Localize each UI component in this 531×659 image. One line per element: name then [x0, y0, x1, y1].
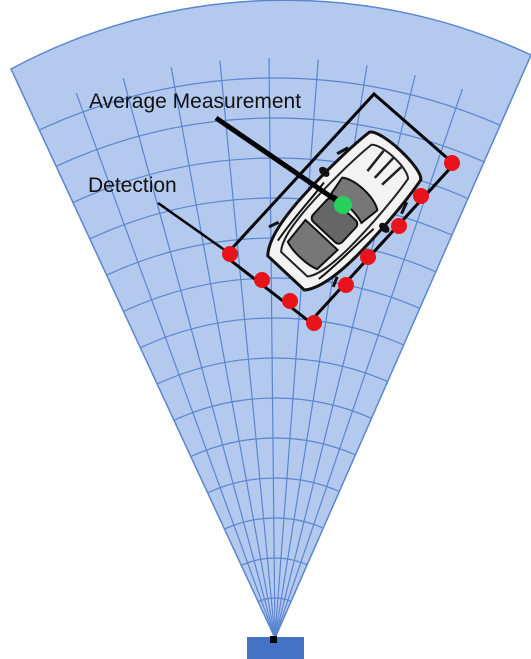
- detection-point: [444, 155, 460, 171]
- average-measurement-label: Average Measurement: [89, 90, 301, 113]
- detection-label: Detection: [88, 174, 177, 197]
- fov-grid-ray: [274, 88, 463, 639]
- fov-grid-arc: [156, 357, 388, 385]
- fov-grid-arc: [190, 437, 356, 458]
- detection-point: [254, 272, 270, 288]
- fov-grid-ray: [170, 67, 276, 639]
- detection-points: [222, 155, 460, 331]
- average-measurement-leader-line: [214, 115, 342, 206]
- detection-point: [222, 246, 238, 262]
- fov-grid-arc: [39, 77, 501, 131]
- fov-grid-arc: [173, 397, 372, 421]
- fov-grid-ray: [274, 59, 319, 639]
- fov-grid-ray: [122, 78, 276, 639]
- detection-point: [360, 249, 376, 265]
- fov-grid-arc: [207, 477, 340, 494]
- fov-grid-arc: [241, 557, 308, 566]
- detection-point: [282, 293, 298, 309]
- detection-point: [306, 315, 322, 331]
- radar-sensor-icon: [247, 636, 304, 659]
- fov-grid-ray: [75, 92, 276, 639]
- detection-leader-line: [157, 201, 227, 253]
- fov-grid-arc: [123, 277, 420, 312]
- detection-point: [413, 188, 429, 204]
- fov-grid-arc: [224, 517, 324, 530]
- fov-grid-arc: [140, 317, 404, 349]
- fov-grid-arc: [106, 237, 437, 276]
- fov-grid-ray: [219, 60, 276, 639]
- fov-grid-arc: [257, 597, 292, 603]
- detection-point: [391, 218, 407, 234]
- average-measurement-point: [334, 196, 352, 214]
- detection-point: [338, 277, 354, 293]
